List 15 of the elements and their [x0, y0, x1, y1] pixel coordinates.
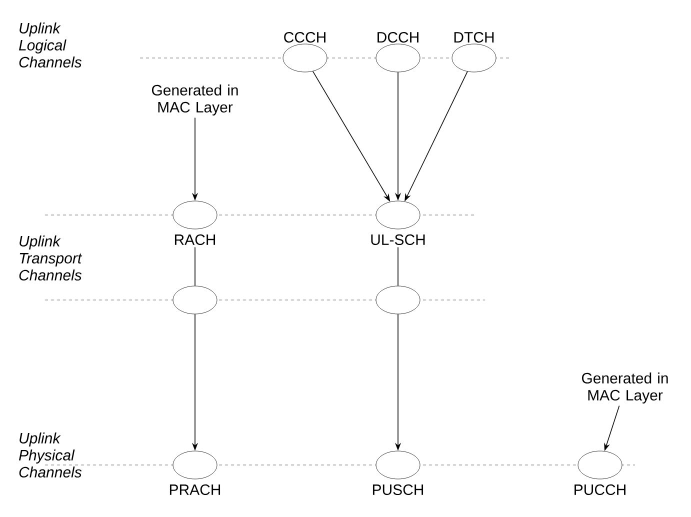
channel-ellipse	[172, 286, 218, 314]
note-text: Generated in MAC Layer	[582, 372, 668, 404]
node-label: PUCCH	[574, 484, 626, 496]
layer-label: Uplink Logical Channels	[19, 22, 82, 68]
node-label: CCCH	[284, 32, 326, 43]
node-label: UL-SCH	[371, 234, 425, 246]
node-label: PRACH	[170, 484, 220, 496]
node-label: RACH	[174, 234, 216, 246]
node-label: PUSCH	[372, 484, 424, 496]
node-label: DTCH	[454, 32, 494, 43]
note-text: Generated in MAC Layer	[152, 84, 238, 116]
layer-label: Uplink Transport Channels	[19, 236, 82, 280]
layer-label: Uplink Physical Channels	[19, 432, 82, 478]
node-label: DCCH	[378, 32, 418, 43]
channel-ellipse	[376, 286, 420, 314]
